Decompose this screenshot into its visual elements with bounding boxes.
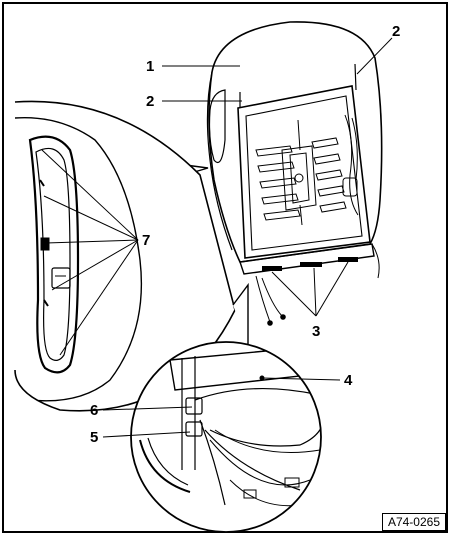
callout-7: 7 (142, 232, 150, 249)
detail-left (14, 100, 236, 412)
leader-lines (41, 37, 393, 438)
lumbar-mechanism (281, 119, 317, 226)
figure-reference-label: A74-0265 (381, 513, 446, 531)
seat-backrest (206, 21, 383, 326)
callout-1: 1 (146, 58, 154, 75)
side-cable (342, 114, 359, 216)
frame-slats (255, 137, 347, 221)
callout-5: 5 (90, 429, 98, 446)
callout-2-left: 2 (146, 93, 154, 110)
callout-2-right: 2 (392, 23, 400, 40)
detail-circle (130, 282, 322, 533)
callout-3: 3 (312, 323, 320, 340)
callout-6: 6 (90, 402, 98, 419)
callout-4: 4 (344, 372, 353, 389)
